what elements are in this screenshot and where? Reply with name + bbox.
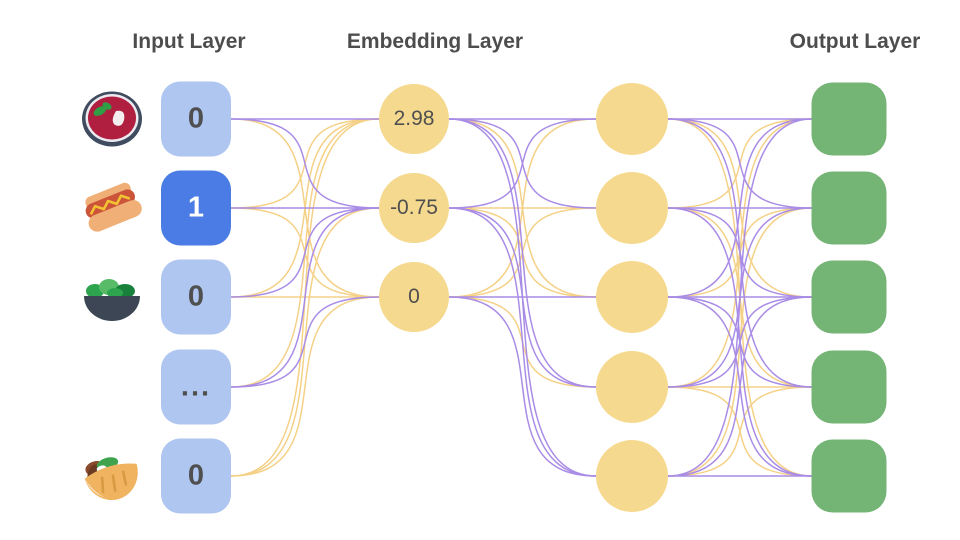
- embedding-node-2-value: -0.75: [390, 196, 438, 219]
- edge: [448, 118, 597, 209]
- output-node-4: [811, 350, 887, 424]
- input-node-2-value: 1: [187, 191, 205, 224]
- output-node-5: [811, 439, 887, 513]
- edge: [667, 296, 813, 388]
- hidden-node-1: [596, 83, 668, 155]
- output-node-1: [811, 82, 887, 156]
- embedding-node-2: -0.75: [379, 173, 449, 243]
- edge: [230, 207, 380, 388]
- stuffed-flatbread-icon: [80, 444, 144, 508]
- input-node-4: ...: [161, 349, 231, 425]
- green-salad-icon: [80, 265, 144, 329]
- input-node-3-value: 0: [187, 280, 205, 313]
- edge: [230, 296, 380, 477]
- embedding-node-3-value: 0: [408, 285, 420, 308]
- hidden-node-4: [596, 351, 668, 423]
- edge: [667, 296, 813, 477]
- input-node-3: 0: [161, 259, 231, 335]
- output-node-3: [811, 260, 887, 334]
- hidden-node-5: [596, 440, 668, 512]
- edge: [230, 296, 380, 388]
- input-node-2: 1: [161, 170, 231, 246]
- edge: [667, 118, 813, 298]
- input-node-1: 0: [161, 81, 231, 157]
- input-node-5: 0: [161, 438, 231, 514]
- output-node-2: [811, 171, 887, 245]
- edge: [230, 118, 380, 209]
- hot-dog-icon: [80, 176, 144, 240]
- edge: [448, 118, 597, 298]
- edge: [448, 207, 597, 477]
- hidden-node-3: [596, 261, 668, 333]
- edge: [667, 118, 813, 209]
- embedding-node-1: 2.98: [379, 84, 449, 154]
- embedding-layer-title: Embedding Layer: [346, 30, 524, 53]
- edge: [230, 207, 380, 298]
- input-node-5-value: 0: [187, 459, 205, 492]
- output-layer-title: Output Layer: [789, 30, 921, 53]
- edge: [667, 207, 813, 298]
- input-node-1-value: 0: [187, 102, 205, 135]
- input-layer-title: Input Layer: [132, 30, 246, 53]
- edge: [448, 118, 597, 388]
- embedding-node-3: 0: [379, 262, 449, 332]
- borscht-bowl-icon: [80, 87, 144, 151]
- edge: [667, 386, 813, 477]
- hidden-node-2: [596, 172, 668, 244]
- embedding-node-1-value: 2.98: [393, 107, 435, 130]
- input-node-4-value: ...: [180, 370, 212, 403]
- edge: [448, 296, 597, 477]
- edge: [667, 118, 813, 477]
